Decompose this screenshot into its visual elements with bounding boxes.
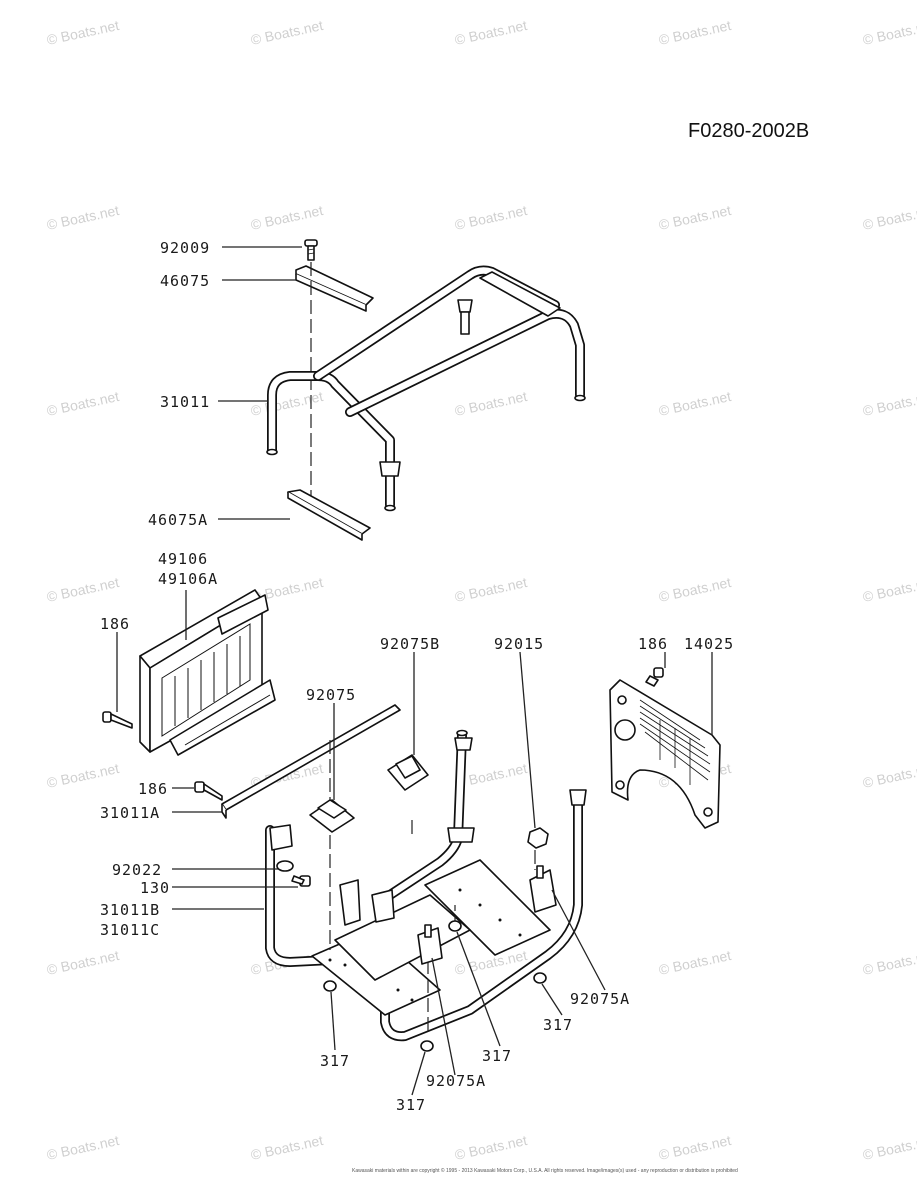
- watermark-text: © Boats.net: [45, 1132, 120, 1163]
- watermark-text: © Boats.net: [657, 574, 732, 605]
- watermark-text: © Boats.net: [45, 574, 120, 605]
- label-14025[interactable]: 14025: [684, 635, 734, 653]
- label-31011C[interactable]: 31011C: [100, 921, 160, 939]
- label-49106A[interactable]: 49106A: [158, 570, 218, 588]
- watermark-text: © Boats.net: [45, 17, 120, 48]
- panel-49106[interactable]: [139, 589, 276, 756]
- nut-317-right[interactable]: [533, 972, 547, 984]
- watermark-text: © Boats.net: [657, 947, 732, 978]
- watermark-text: © Boats.net: [249, 388, 324, 419]
- leader-lines: [116, 246, 713, 1096]
- nut-317-center[interactable]: [448, 920, 462, 932]
- label-31011A[interactable]: 31011A: [100, 804, 160, 822]
- bar-31011A[interactable]: [221, 704, 401, 819]
- label-49106[interactable]: 49106: [158, 550, 208, 568]
- watermark-text: © Boats.net: [249, 1132, 324, 1163]
- watermark-text: © Boats.net: [861, 202, 917, 233]
- screw-186-left[interactable]: [102, 711, 133, 729]
- upper-frame-drawing: [266, 239, 586, 541]
- damper-92075A-center[interactable]: [417, 924, 443, 965]
- label-92075A-right[interactable]: 92075A: [570, 990, 630, 1008]
- watermark-text: © Boats.net: [453, 388, 528, 419]
- watermark-text: © Boats.net: [45, 760, 120, 791]
- label-92075B[interactable]: 92075B: [380, 635, 440, 653]
- footer-copyright: Kawasaki materials within are copyright …: [352, 1167, 738, 1174]
- watermark-text: © Boats.net: [861, 17, 917, 48]
- diagram-code: F0280-2002B: [688, 120, 809, 142]
- cover-14025[interactable]: [609, 679, 721, 829]
- plate-46075A[interactable]: [287, 489, 371, 541]
- label-31011B[interactable]: 31011B: [100, 901, 160, 919]
- nut-317-left[interactable]: [323, 980, 337, 992]
- label-186-mid[interactable]: 186: [138, 780, 168, 798]
- label-186-left[interactable]: 186: [100, 615, 130, 633]
- watermark-text: © Boats.net: [861, 388, 917, 419]
- washer-92022[interactable]: [276, 860, 294, 872]
- label-92015[interactable]: 92015: [494, 635, 544, 653]
- watermark-text: © Boats.net: [453, 17, 528, 48]
- watermark-text: © Boats.net: [657, 388, 732, 419]
- damper-92075A-right[interactable]: [529, 865, 557, 913]
- label-92075[interactable]: 92075: [306, 686, 356, 704]
- damper-92075B[interactable]: [387, 754, 429, 791]
- frame-mount-stud: [457, 299, 473, 335]
- bolt-130[interactable]: [291, 875, 311, 887]
- watermark-text: © Boats.net: [861, 574, 917, 605]
- plate-46075[interactable]: [295, 265, 374, 312]
- nut-317-bottom[interactable]: [420, 1040, 434, 1052]
- watermark-text: © Boats.net: [861, 1132, 917, 1163]
- watermark-text: © Boats.net: [249, 202, 324, 233]
- watermark-layer: © Boats.net © Boats.net © Boats.net © Boats…: [45, 17, 917, 1163]
- watermark-text: © Boats.net: [861, 760, 917, 791]
- watermark-text: © Boats.net: [45, 388, 120, 419]
- watermark-text: © Boats.net: [657, 202, 732, 233]
- watermark-text: © Boats.net: [453, 1132, 528, 1163]
- damper-92075[interactable]: [309, 799, 355, 833]
- part-labels: 92009 46075 31011 46075A 49106 49106A 18…: [100, 239, 734, 1114]
- watermark-text: © Boats.net: [453, 202, 528, 233]
- label-92022[interactable]: 92022: [112, 861, 162, 879]
- watermark-text: © Boats.net: [249, 17, 324, 48]
- label-317-right[interactable]: 317: [543, 1016, 573, 1034]
- lower-frame-drawing: [265, 729, 587, 1042]
- label-92009[interactable]: 92009: [160, 239, 210, 257]
- watermark-text: © Boats.net: [45, 202, 120, 233]
- label-31011[interactable]: 31011: [160, 393, 210, 411]
- watermark-text: © Boats.net: [45, 947, 120, 978]
- bolt-92009[interactable]: [304, 239, 318, 261]
- label-46075A[interactable]: 46075A: [148, 511, 208, 529]
- screw-186-mid[interactable]: [194, 781, 223, 801]
- label-317-left[interactable]: 317: [320, 1052, 350, 1070]
- screw-186-right[interactable]: [645, 667, 664, 687]
- watermark-text: © Boats.net: [453, 574, 528, 605]
- label-130[interactable]: 130: [140, 879, 170, 897]
- watermark-text: © Boats.net: [657, 17, 732, 48]
- label-92075A-center[interactable]: 92075A: [426, 1072, 486, 1090]
- label-46075[interactable]: 46075: [160, 272, 210, 290]
- label-317-bottom[interactable]: 317: [396, 1096, 426, 1114]
- watermark-text: © Boats.net: [657, 1132, 732, 1163]
- watermark-text: © Boats.net: [861, 947, 917, 978]
- label-317-center[interactable]: 317: [482, 1047, 512, 1065]
- label-186-right[interactable]: 186: [638, 635, 668, 653]
- nut-92015[interactable]: [527, 827, 549, 849]
